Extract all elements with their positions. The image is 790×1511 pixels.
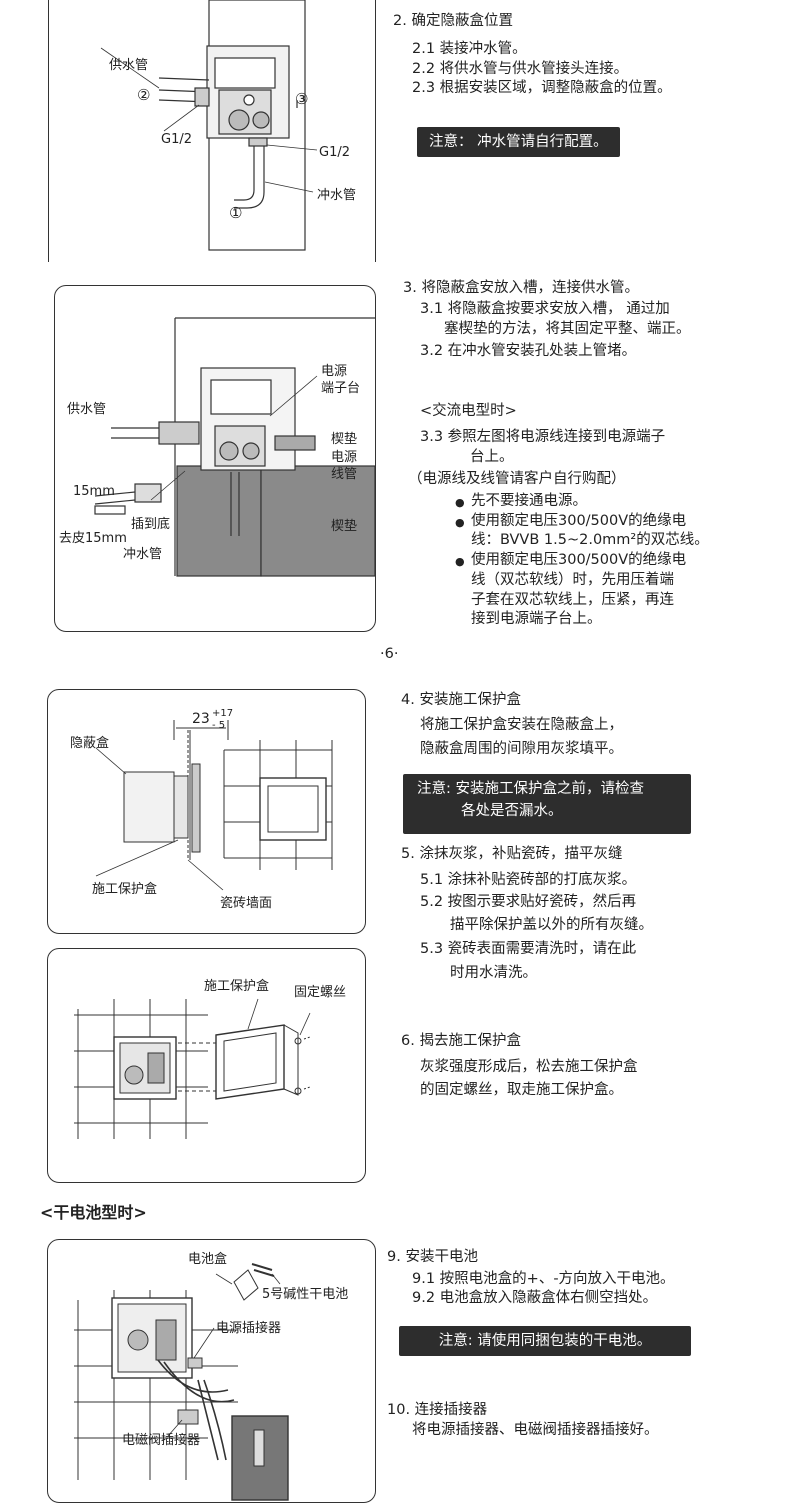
step10-body: 将电源插接器、电磁阀插接器插接好。	[412, 1422, 659, 1438]
label-flush-pipe: 冲水管	[123, 547, 163, 562]
label-tol-plus: +17	[212, 708, 234, 719]
step3-ac-title: <交流电型时>	[420, 403, 517, 419]
figure-battery-install-drawing	[74, 1263, 289, 1501]
step3-bullet-3-line-4: 接到电源端子台上。	[471, 611, 602, 627]
step5-item-2: 5.2 按图示要求贴好瓷砖，然后再	[420, 894, 637, 910]
step2-title: 2. 确定隐蔽盒位置	[393, 13, 513, 29]
label-conduit-2: 线管	[331, 467, 358, 482]
step3-bullet-3-line-3: 子套在双芯软线上，压紧，再连	[471, 592, 674, 608]
step4-note-line-2: 各处是否漏水。	[461, 803, 563, 819]
label-15mm: 15mm	[73, 484, 115, 499]
step4-body-1: 将施工保护盒安装在隐蔽盒上，	[420, 717, 623, 733]
figure-remove-box-drawing	[74, 998, 311, 1139]
figure-place-box: 供水管 电源 端子台 楔垫 电源 线管 15mm 楔垫 插到底 去皮15mm 冲…	[54, 285, 376, 632]
label-g12-right: G1/2	[319, 145, 350, 160]
step5-item-1: 5.1 涂抹补贴瓷砖部的打底灰浆。	[420, 872, 637, 888]
label-wedge-2: 楔垫	[331, 519, 358, 534]
step4-note: 注意: 安装施工保护盒之前，请检查 各处是否漏水。	[403, 774, 691, 834]
label-dim: 23	[192, 711, 210, 727]
step3-item3-a: 3.3 参照左图将电源线连接到电源端子	[420, 429, 666, 445]
figure-protect-box-drawing	[95, 720, 333, 891]
step2-note: 注意： 冲水管请自行配置。	[417, 127, 620, 157]
step9-note: 注意: 请使用同捆包装的干电池。	[399, 1326, 691, 1356]
label-supply-pipe: 供水管	[109, 58, 149, 73]
step2-item-1: 2.1 装接冲水管。	[412, 41, 527, 57]
label-num-3: ③	[295, 90, 309, 108]
figure-install-position-drawing	[100, 0, 318, 251]
label-wedge-1: 楔垫	[331, 432, 358, 447]
label-terminal-2: 端子台	[321, 381, 361, 396]
step3-bullet-2-line-1: 使用额定电压300/500V的绝缘电	[455, 512, 686, 532]
label-strip: 去皮15mm	[59, 531, 127, 546]
step3-title: 3. 将隐蔽盒安放入槽，连接供水管。	[403, 280, 639, 296]
label-tol-minus: - 5	[212, 720, 226, 731]
label-protect-box: 施工保护盒	[92, 882, 158, 897]
step2-item-3: 2.3 根据安装区域，调整隐蔽盒的位置。	[412, 80, 672, 96]
step3-bullet-3-line-1: 使用额定电压300/500V的绝缘电	[455, 551, 686, 571]
label-valve-connector: 电磁阀插接器	[122, 1433, 201, 1448]
step6-body-2: 的固定螺丝，取走施工保护盒。	[420, 1082, 623, 1098]
label-flush-pipe: 冲水管	[317, 188, 357, 203]
label-hidden-box: 隐蔽盒	[70, 736, 110, 751]
label-battery: 5号碱性干电池	[262, 1287, 349, 1302]
step9-item-2: 9.2 电池盒放入隐蔽盒体右侧空挡处。	[412, 1290, 658, 1306]
step3-item1-a: 3.1 将隐蔽盒按要求安放入槽， 通过加	[420, 301, 670, 317]
label-conduit-1: 电源	[331, 450, 358, 465]
label-battery-box: 电池盒	[188, 1252, 228, 1267]
label-protect-box: 施工保护盒	[204, 979, 270, 994]
step5-item-3: 5.3 瓷砖表面需要清洗时，请在此	[420, 941, 637, 957]
label-g12-left: G1/2	[161, 132, 192, 147]
label-num-2: ②	[137, 86, 151, 104]
label-power-connector: 电源插接器	[216, 1321, 282, 1336]
label-supply-pipe: 供水管	[67, 402, 107, 417]
label-fix-screw: 固定螺丝	[294, 985, 347, 1000]
label-num-1: ①	[229, 204, 243, 222]
step5-title: 5. 涂抹灰浆，补贴瓷砖，描平灰缝	[401, 846, 623, 862]
step4-note-line-1: 注意: 安装施工保护盒之前，请检查	[417, 781, 644, 797]
step6-body-1: 灰浆强度形成后，松去施工保护盒	[420, 1059, 638, 1075]
step2-item-2: 2.2 将供水管与供水管接头连接。	[412, 61, 629, 77]
step10-title: 10. 连接插接器	[387, 1402, 488, 1418]
step3-bullet-1: 先不要接通电源。	[455, 492, 587, 512]
figure-install-position: 供水管 ② ③ G1/2 G1/2 冲水管 ①	[48, 0, 376, 262]
step5-item-3-b: 时用水清洗。	[450, 965, 537, 981]
step9-title: 9. 安装干电池	[387, 1249, 478, 1265]
figure-place-box-drawing	[94, 317, 376, 577]
figure-battery-install: 电池盒 5号碱性干电池 电源插接器 电磁阀插接器	[47, 1239, 376, 1503]
step3-item1-b: 塞楔垫的方法，将其固定平整、端正。	[444, 321, 691, 337]
figure-remove-box: 施工保护盒 固定螺丝	[47, 948, 366, 1183]
figure-protect-box: 隐蔽盒 23 +17 - 5 施工保护盒 瓷砖墙面	[47, 689, 366, 934]
step6-title: 6. 揭去施工保护盒	[401, 1033, 521, 1049]
step4-title: 4. 安装施工保护盒	[401, 692, 521, 708]
step3-paren: （电源线及线管请客户自行购配）	[408, 471, 626, 487]
step3-item3-b: 台上。	[470, 449, 514, 465]
step5-item-2-b: 描平除保护盖以外的所有灰缝。	[450, 917, 653, 933]
step9-item-1: 9.1 按照电池盒的+、-方向放入干电池。	[412, 1271, 675, 1287]
label-tile-wall: 瓷砖墙面	[220, 896, 273, 911]
step3-bullet-3-line-2: 线（双芯软线）时，先用压着端	[471, 572, 674, 588]
label-insert: 插到底	[131, 517, 171, 532]
step3-item2: 3.2 在冲水管安装孔处装上管堵。	[420, 343, 637, 359]
step4-body-2: 隐蔽盒周围的间隙用灰浆填平。	[420, 741, 623, 757]
battery-type-header: <干电池型时>	[40, 1203, 147, 1222]
page-number: ·6·	[380, 646, 399, 662]
label-terminal-1: 电源	[321, 364, 348, 379]
step3-bullet-2-line-2: 线：BVVB 1.5~2.0mm²的双芯线。	[471, 532, 709, 548]
